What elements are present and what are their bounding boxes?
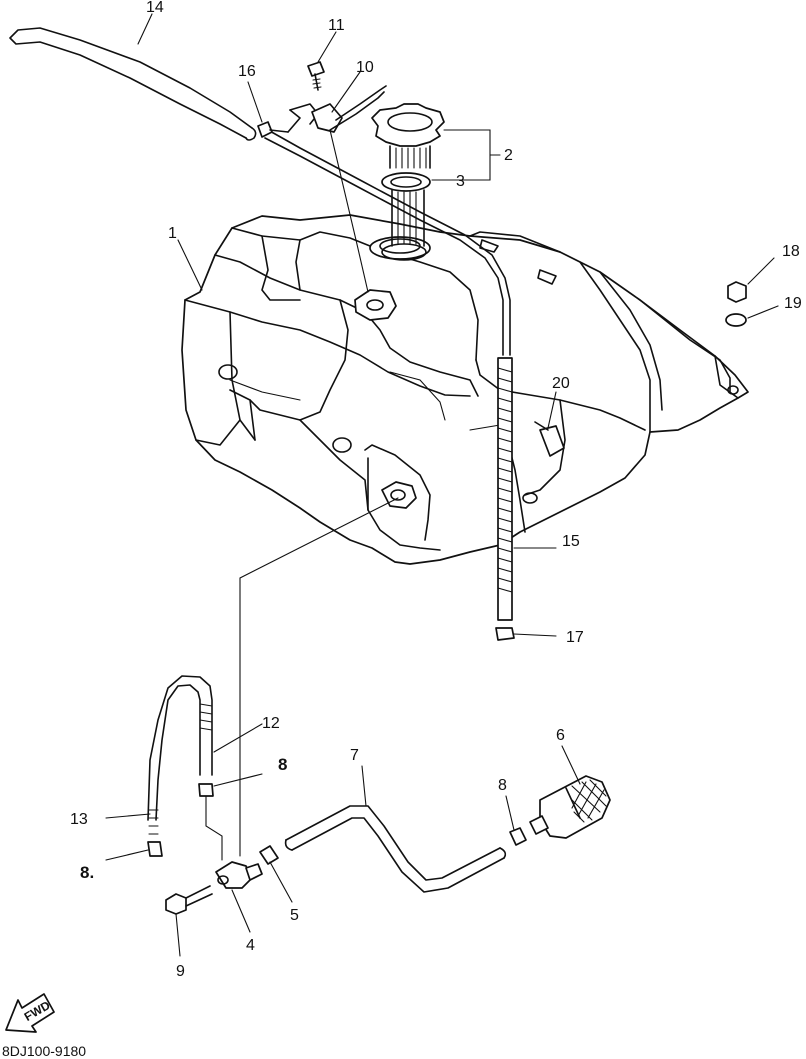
callout-5: 5: [290, 907, 299, 924]
callout-15: 15: [562, 533, 580, 550]
forward-arrow-icon: FWD: [5, 993, 55, 1033]
assembly-guide-line: [239, 497, 399, 857]
leader-lines: [105, 13, 779, 957]
fuel-filter[interactable]: [529, 775, 611, 839]
callout-1: 1: [168, 225, 177, 242]
callout-6: 6: [556, 727, 565, 744]
hose-clamp-12[interactable]: [198, 783, 214, 797]
callout-8-left: 8.: [80, 863, 94, 882]
callout-4: 4: [246, 937, 255, 954]
callout-14: 14: [146, 0, 164, 16]
drain-hose[interactable]: [264, 129, 513, 621]
callout-19: 19: [784, 295, 802, 312]
fuel-hose-13[interactable]: [147, 809, 163, 857]
callout-10: 10: [356, 59, 374, 76]
callout-17: 17: [566, 629, 584, 646]
callout-9: 9: [176, 963, 185, 980]
hose-end-clip[interactable]: [495, 627, 515, 641]
callout-18: 18: [782, 243, 800, 260]
callout-2: 2: [504, 147, 513, 164]
breather-hose[interactable]: [9, 27, 257, 141]
bolt[interactable]: [165, 885, 213, 915]
vent-fitting[interactable]: [269, 85, 387, 293]
callout-8-upper: 8: [278, 755, 287, 774]
callout-8-right: 8: [498, 777, 507, 794]
cap-gasket[interactable]: [381, 172, 431, 192]
callout-13: 13: [70, 811, 88, 828]
callout-7: 7: [350, 747, 359, 764]
fuel-tank[interactable]: [181, 214, 749, 565]
filler-neck: [381, 189, 427, 261]
nut[interactable]: [727, 281, 747, 303]
sleeve[interactable]: [259, 845, 279, 865]
washer[interactable]: [725, 313, 747, 327]
callout-16: 16: [238, 63, 256, 80]
callout-20: 20: [552, 375, 570, 392]
drawing-code: 8DJ100-9180: [2, 1043, 86, 1059]
callout-11: 11: [328, 17, 345, 34]
hose-clamp[interactable]: [257, 121, 273, 138]
pipe-clamp[interactable]: [509, 827, 527, 846]
tank-damper[interactable]: [534, 421, 565, 457]
fuel-hose-12[interactable]: [147, 675, 213, 821]
screw[interactable]: [307, 61, 325, 91]
callout-12: 12: [262, 715, 280, 732]
callout-3: 3: [456, 173, 465, 190]
fuel-cock[interactable]: [215, 861, 263, 889]
fuel-cap[interactable]: [371, 103, 445, 169]
fuel-pipe[interactable]: [284, 805, 507, 893]
